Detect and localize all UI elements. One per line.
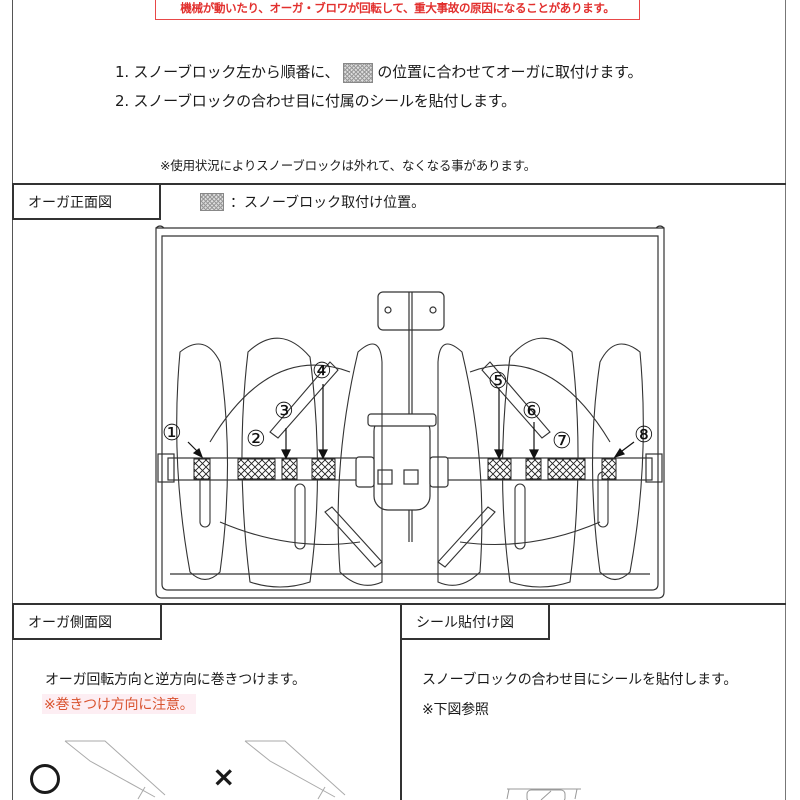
side-view-label: オーガ側面図 [12, 603, 162, 640]
warning-text: 機械が動いたり、オーガ・ブロワが回転して、重大事故の原因になることがあります。 [180, 0, 615, 15]
marker-4: ④ [312, 359, 332, 384]
marker-7: ⑦ [552, 429, 572, 454]
auger-drawing: ① ② ③ ④ ⑤ ⑥ ⑦ ⑧ [155, 225, 665, 599]
step2-text: 2. スノーブロックの合わせ目に付属のシールを貼付します。 [115, 92, 516, 110]
front-view-label: オーガ正面図 [12, 183, 161, 220]
seal-view-label-text: シール貼付け図 [416, 614, 514, 631]
front-view-label-text: オーガ正面図 [28, 194, 112, 211]
marker-5: ⑤ [488, 369, 508, 394]
marker-1: ① [162, 421, 182, 446]
blade-correct-drawing [64, 740, 166, 800]
seal-view-label: シール貼付け図 [400, 603, 550, 640]
instruction-step-2: 2. スノーブロックの合わせ目に付属のシールを貼付します。 [115, 87, 642, 116]
step1-prefix: 1. スノーブロック左から順番に、 [115, 63, 340, 81]
marker-8: ⑧ [634, 423, 654, 448]
marker-3: ③ [274, 399, 294, 424]
instruction-step-1: 1. スノーブロック左から順番に、 の位置に合わせてオーガに取付けます。 [115, 58, 642, 87]
side-view-caution: ※巻きつけ方向に注意。 [42, 694, 196, 714]
wrong-cross-icon: × [212, 760, 236, 793]
seal-view-text: スノーブロックの合わせ目にシールを貼付します。 [422, 672, 738, 688]
side-view-label-text: オーガ側面図 [28, 614, 112, 631]
page-frame [12, 0, 786, 800]
side-view-text: オーガ回転方向と逆方向に巻きつけます。 [45, 672, 306, 688]
auger-front-view-diagram: ① ② ③ ④ ⑤ ⑥ ⑦ ⑧ [150, 222, 670, 602]
usage-note: ※使用状況によりスノーブロックは外れて、なくなる事があります。 [160, 158, 537, 173]
hatch-pattern-icon [343, 62, 374, 83]
legend-text: ：スノーブロック取付け位置。 [230, 195, 426, 211]
seal-drawing [506, 788, 581, 800]
instructions: 1. スノーブロック左から順番に、 の位置に合わせてオーガに取付けます。 2. … [115, 58, 642, 116]
marker-6: ⑥ [522, 399, 542, 424]
warning-banner: 機械が動いたり、オーガ・ブロワが回転して、重大事故の原因になることがあります。 [155, 0, 640, 20]
step1-suffix: の位置に合わせてオーガに取付けます。 [377, 63, 643, 81]
hatch-pattern-icon [200, 193, 224, 211]
blade-wrong-drawing [244, 740, 346, 800]
seal-view-reference: ※下図参照 [422, 702, 489, 718]
position-markers: ① ② ③ ④ ⑤ ⑥ ⑦ ⑧ [162, 359, 654, 454]
section-divider-bottom [12, 603, 786, 605]
section-divider-top [12, 183, 786, 185]
legend: ：スノーブロック取付け位置。 [200, 192, 425, 212]
correct-circle-icon [30, 764, 60, 794]
marker-2: ② [246, 427, 266, 452]
column-divider [400, 604, 402, 800]
